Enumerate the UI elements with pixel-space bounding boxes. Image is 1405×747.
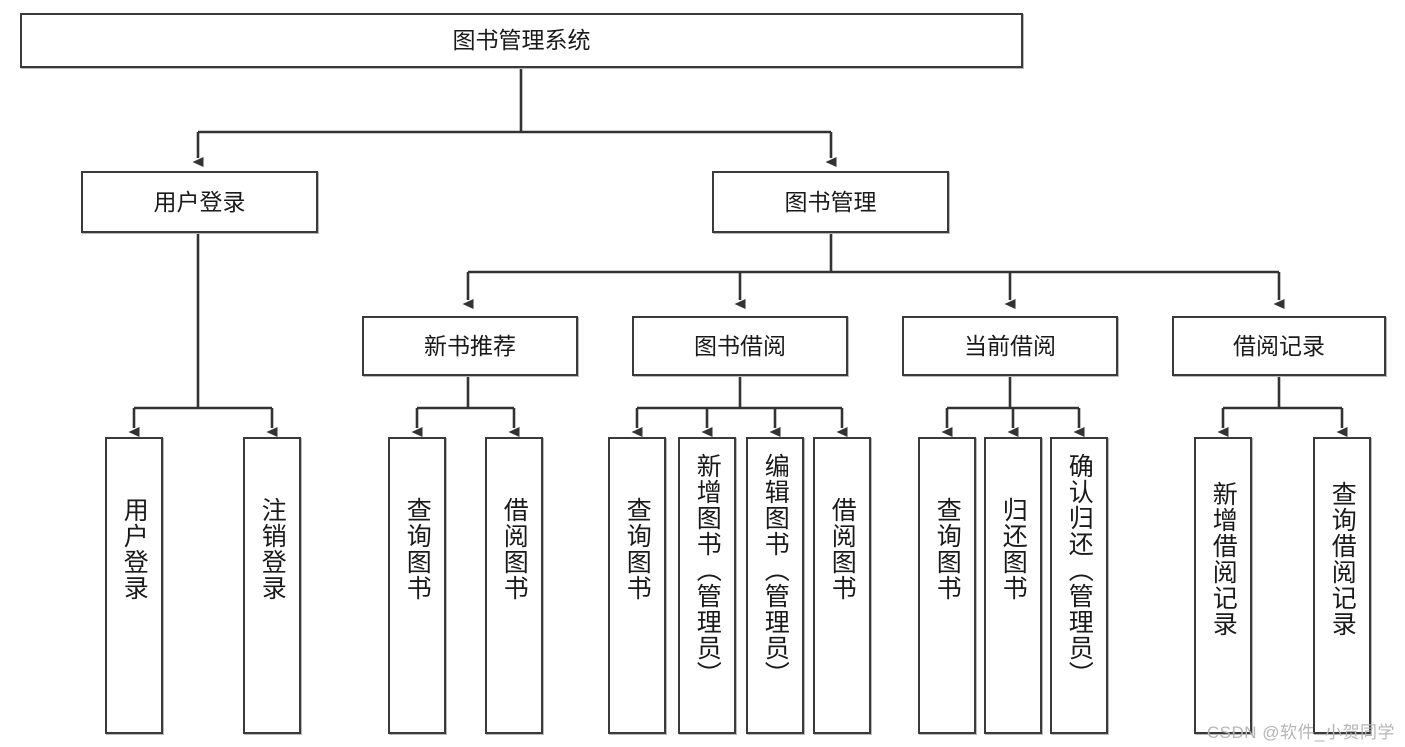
leaf-book-borrow-borrow-book[interactable]: 借阅图书	[813, 437, 871, 734]
leaf-new-book-query-book[interactable]: 查询图书	[388, 437, 446, 734]
node-label: 新书推荐	[424, 332, 516, 359]
leaf-book-borrow-add-book-admin[interactable]: 新增图书（管理员）	[678, 437, 736, 734]
leaf-book-borrow-edit-book-admin[interactable]: 编辑图书（管理员）	[746, 437, 804, 734]
leaf-new-book-borrow-book[interactable]: 借阅图书	[485, 437, 543, 734]
node-label: 当前借阅	[964, 332, 1056, 359]
node-label: 借阅图书	[500, 497, 529, 601]
node-label: 查询图书	[933, 497, 962, 601]
leaf-current-borrow-confirm-return-admin[interactable]: 确认归还（管理员）	[1050, 437, 1108, 734]
node-label: 用户登录	[120, 497, 149, 601]
node-label: 借阅记录	[1233, 332, 1325, 359]
node-label: 确认归还（管理员）	[1065, 453, 1094, 687]
node-label: 查询图书	[623, 497, 652, 601]
node-label: 新增借阅记录	[1209, 481, 1238, 637]
leaf-current-borrow-query-book[interactable]: 查询图书	[918, 437, 976, 734]
node-current-borrow[interactable]: 当前借阅	[902, 316, 1118, 376]
watermark: CSDN @软件_小贺同学	[1206, 723, 1395, 742]
node-label: 注销登录	[258, 497, 287, 601]
node-label: 查询图书	[403, 497, 432, 601]
node-label: 图书管理系统	[452, 27, 591, 54]
node-borrow-record[interactable]: 借阅记录	[1172, 316, 1386, 376]
node-user-login[interactable]: 用户登录	[81, 171, 318, 233]
node-new-book-recommend[interactable]: 新书推荐	[362, 316, 578, 376]
node-label: 图书管理	[784, 188, 877, 215]
leaf-borrow-record-query-record[interactable]: 查询借阅记录	[1313, 437, 1371, 734]
node-book-borrow[interactable]: 图书借阅	[632, 316, 848, 376]
leaf-user-login-login[interactable]: 用户登录	[105, 437, 163, 734]
node-label: 借阅图书	[828, 497, 857, 601]
node-label: 新增图书（管理员）	[693, 453, 722, 687]
node-label: 查询借阅记录	[1328, 481, 1357, 637]
leaf-current-borrow-return-book[interactable]: 归还图书	[984, 437, 1042, 734]
leaf-user-login-logout[interactable]: 注销登录	[243, 437, 301, 734]
node-book-management[interactable]: 图书管理	[712, 171, 949, 233]
node-label: 图书借阅	[694, 332, 786, 359]
node-label: 归还图书	[999, 497, 1028, 601]
node-root-book-management-system[interactable]: 图书管理系统	[20, 13, 1023, 68]
node-label: 用户登录	[153, 188, 246, 215]
leaf-borrow-record-add-record[interactable]: 新增借阅记录	[1194, 437, 1252, 734]
node-label: 编辑图书（管理员）	[761, 453, 790, 687]
leaf-book-borrow-query-book[interactable]: 查询图书	[608, 437, 666, 734]
